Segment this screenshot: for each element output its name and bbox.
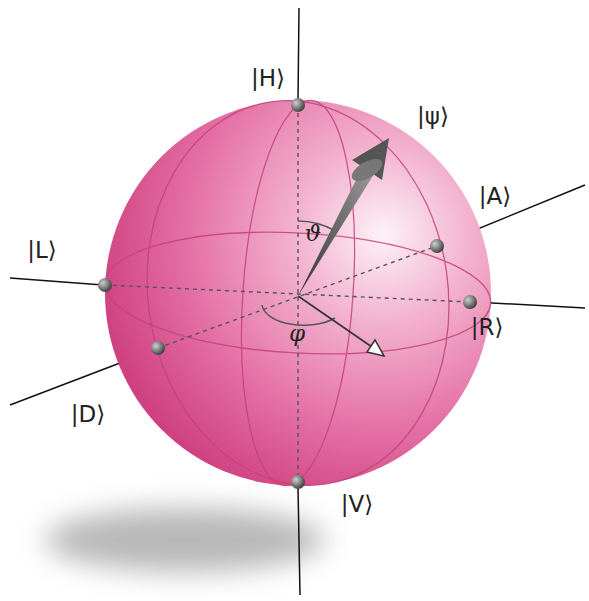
sphere-grid xyxy=(102,81,494,505)
angle-label: ϑ xyxy=(305,222,321,245)
state-label: |R⟩ xyxy=(471,316,504,339)
axis-lines xyxy=(10,8,585,595)
state-label: |H⟩ xyxy=(251,67,285,90)
sphere xyxy=(105,100,491,486)
state-label: |D⟩ xyxy=(71,403,105,426)
projection-arrow xyxy=(298,296,372,347)
inner-axes xyxy=(105,105,470,482)
state-cone-base xyxy=(348,155,385,186)
state-label: |A⟩ xyxy=(479,185,511,208)
shadow xyxy=(45,508,325,572)
projection-head xyxy=(367,340,384,356)
state-points xyxy=(98,98,477,489)
state-label: |L⟩ xyxy=(27,239,57,262)
angle-label: φ xyxy=(289,322,305,345)
state-label: |ψ⟩ xyxy=(417,105,449,128)
state-vector xyxy=(298,168,374,296)
state-label: |V⟩ xyxy=(341,493,373,516)
